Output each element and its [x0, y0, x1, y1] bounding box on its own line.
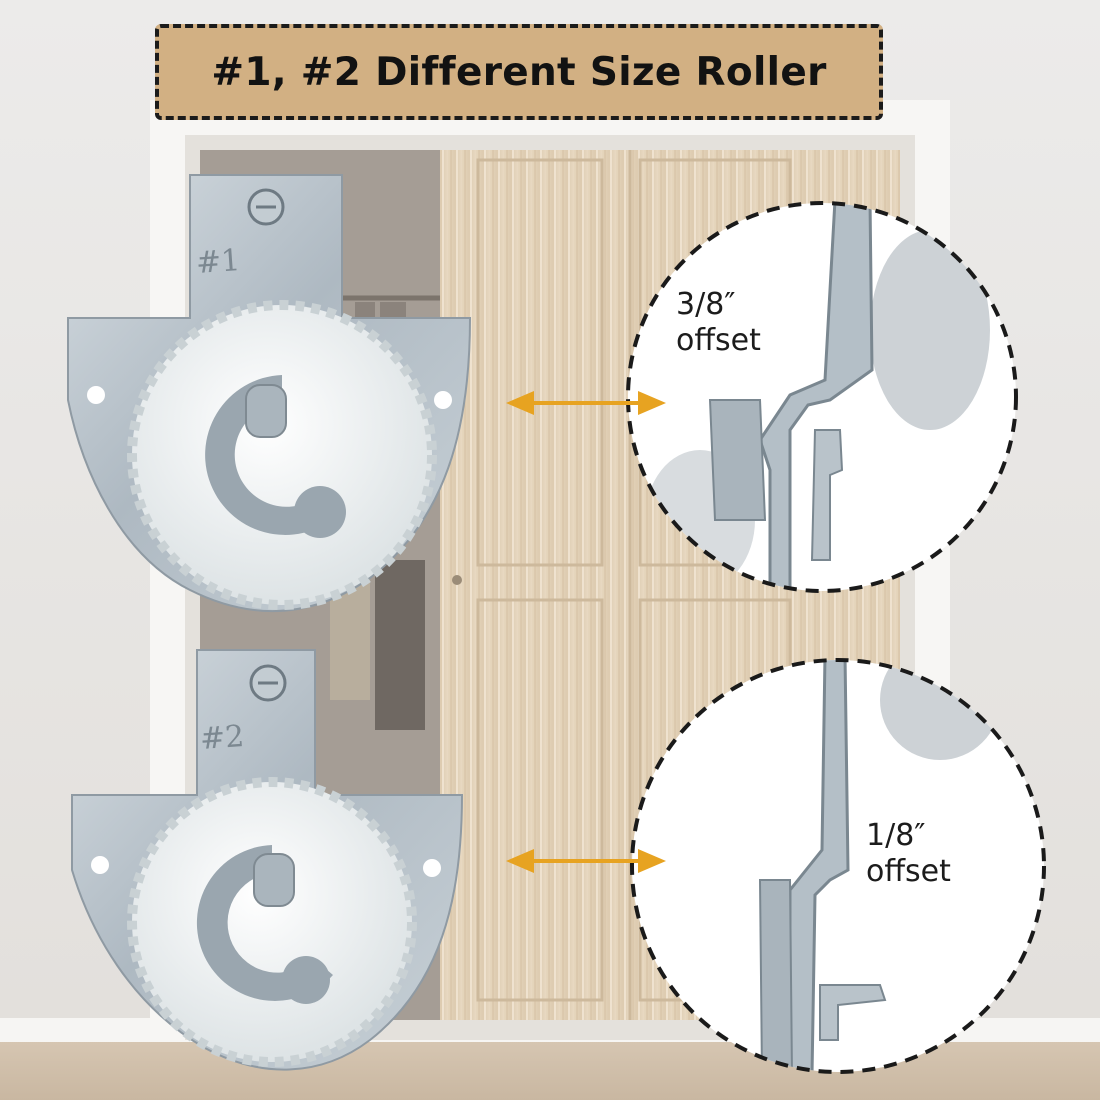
- callout-1-border: [626, 201, 1018, 593]
- banner-title: #1, #2 Different Size Roller: [211, 49, 827, 95]
- title-banner: #1, #2 Different Size Roller: [155, 24, 883, 120]
- callout-2: [630, 658, 1046, 1074]
- roller-1-mount-hole: [434, 391, 452, 409]
- roller-2-mount-hole: [423, 859, 441, 877]
- offset-value-2: 1/8″: [866, 818, 926, 853]
- offset-label-2: 1/8″ offset: [866, 818, 951, 890]
- roller-2-wheel: [127, 777, 417, 1067]
- offset-label-1: 3/8″ offset: [676, 287, 761, 359]
- roller-1-mount-hole: [87, 386, 105, 404]
- roller-1-axle: [245, 384, 287, 438]
- roller-1: #1: [67, 174, 472, 613]
- offset-word-1: offset: [676, 323, 761, 358]
- double-arrow-icon: [506, 391, 666, 415]
- roller-1-wheel: [127, 300, 437, 610]
- callout-1: [626, 201, 1018, 593]
- callout-1-bracket-closeup: [645, 203, 990, 591]
- roller-2-mount-hole: [91, 856, 109, 874]
- roller-1-wheel-groove: [205, 375, 345, 535]
- offset-word-2: offset: [866, 854, 951, 889]
- double-arrow-icon: [506, 849, 666, 873]
- roller-1-stamp: #1: [195, 243, 242, 281]
- roller-2-wheel-groove: [196, 845, 333, 1001]
- callout-2-border: [630, 658, 1046, 1074]
- roller-2-stamp: #2: [199, 719, 246, 757]
- door-knob: [452, 575, 462, 585]
- offset-value-1: 3/8″: [676, 287, 736, 322]
- sliding-door-left: [440, 150, 630, 1020]
- roller-2-axle: [253, 853, 295, 907]
- roller-2: #2: [71, 649, 464, 1071]
